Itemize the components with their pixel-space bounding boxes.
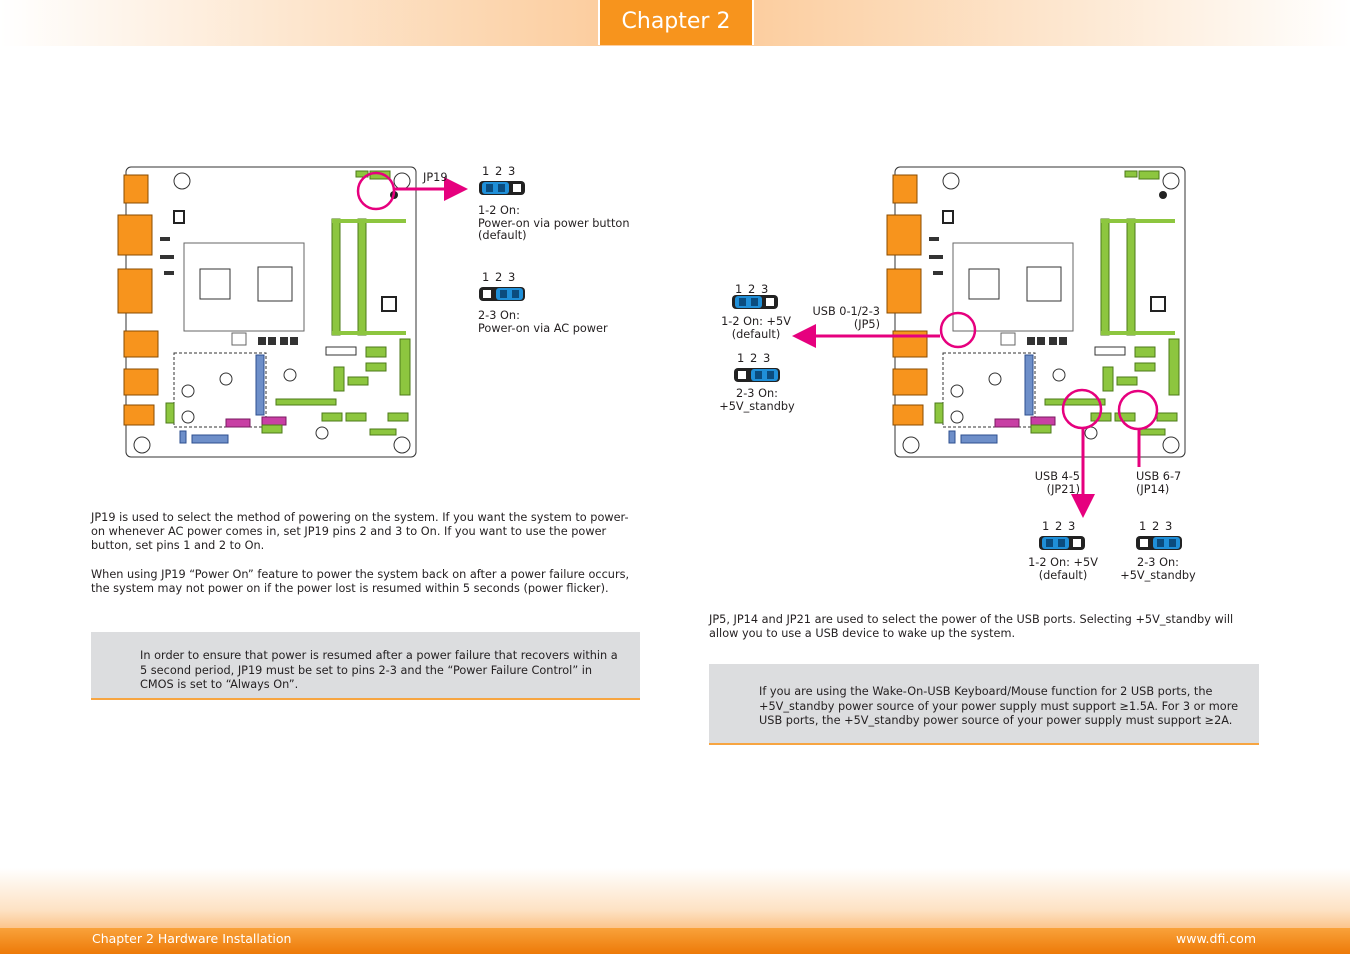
power-note-text: In order to ensure that power is resumed…: [140, 649, 618, 692]
pin-numbers: 1 2 3: [1139, 519, 1174, 533]
jp19-option-2: 2-3 On:Power-on via AC power: [478, 309, 608, 335]
power-failure-description: When using JP19 “Power On” feature to po…: [91, 568, 630, 596]
usb-power-description: JP5, JP14 and JP21 are used to select th…: [709, 613, 1234, 641]
jp14-callout-label: USB 6-7(JP14): [1136, 470, 1182, 496]
pin-numbers: 1 2 3: [482, 270, 517, 284]
jp5-jumper-2-3: [734, 368, 780, 382]
jp5-callout-label: USB 0-1/2-3(JP5): [812, 305, 881, 331]
jp5-option-1: 1-2 On: +5V(default): [721, 315, 791, 341]
jp19-callout-label: JP19: [423, 171, 448, 184]
jp5-jumper-1-2: [732, 295, 778, 309]
pin-numbers: 1 2 3: [735, 282, 770, 296]
pin-numbers: 1 2 3: [482, 164, 517, 178]
jp19-jumper-1-2: [479, 181, 525, 195]
footer-chapter-title: Chapter 2 Hardware Installation: [92, 931, 292, 946]
footer-website-link[interactable]: www.dfi.com: [1176, 931, 1256, 946]
jp21-option: 1-2 On: +5V(default): [1028, 556, 1098, 582]
jp19-description: JP19 is used to select the method of pow…: [91, 511, 629, 553]
footer-bar: [0, 928, 1350, 954]
jp19-jumper-2-3: [479, 287, 525, 301]
footer-band: [0, 868, 1350, 928]
pin-numbers: 1 2 3: [737, 351, 772, 365]
pin-numbers: 1 2 3: [1042, 519, 1077, 533]
jp5-option-2: 2-3 On:+5V_standby: [719, 387, 795, 413]
jp21-callout-label: USB 4-5(JP21): [1034, 470, 1080, 496]
jp19-option-1: 1-2 On:Power-on via power button(default…: [478, 204, 630, 242]
power-note-box: In order to ensure that power is resumed…: [91, 632, 640, 700]
chapter-tab: Chapter 2: [598, 0, 754, 45]
wake-usb-note-text: If you are using the Wake-On-USB Keyboar…: [759, 685, 1239, 728]
jp14-option: 2-3 On:+5V_standby: [1120, 556, 1196, 582]
jp14-jumper-2-3: [1136, 536, 1182, 550]
wake-usb-note-box: If you are using the Wake-On-USB Keyboar…: [709, 664, 1259, 745]
jp21-jumper-1-2: [1039, 536, 1085, 550]
